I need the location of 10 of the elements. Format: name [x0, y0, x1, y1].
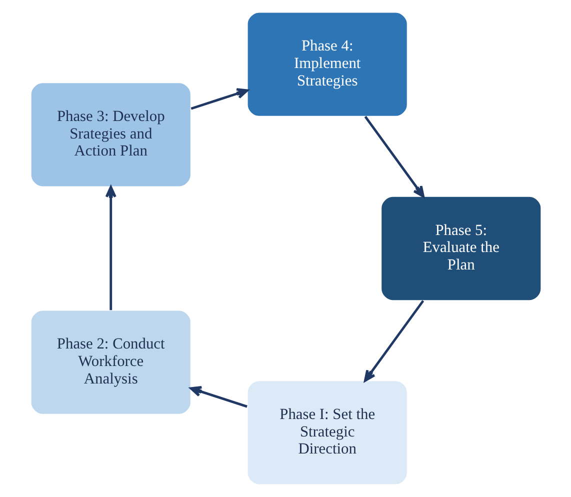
node-box: Phase 2: Conduct Workforce Analysis	[30, 310, 191, 415]
arrow	[364, 116, 424, 198]
arrow	[104, 186, 116, 310]
node-box: Phase I: Set the Strategic Direction	[246, 380, 408, 486]
node-box: Phase 5: Evaluate the Plan	[380, 196, 542, 302]
node-box: Phase 4: Implement Strategies	[246, 12, 408, 117]
arrow	[189, 386, 247, 408]
arrow	[363, 300, 424, 382]
node-box: Phase 3: Develop Srategies and Action Plan	[30, 82, 191, 188]
arrow	[190, 88, 248, 110]
